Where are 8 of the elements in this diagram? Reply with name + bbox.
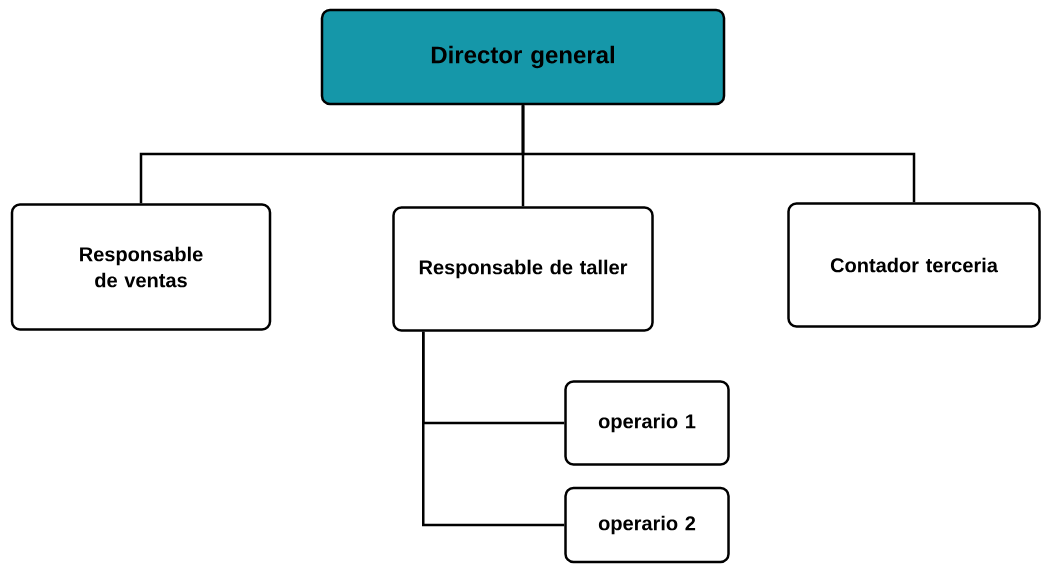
org-box: operario 1 <box>564 380 730 466</box>
org-box: Contador terceria <box>787 202 1041 328</box>
org-box: Responsable de taller <box>392 206 654 332</box>
org-box: Director general <box>320 8 726 106</box>
org-box: operario 2 <box>564 486 730 564</box>
connector-line <box>521 105 916 203</box>
org-box: Responsable de ventas <box>10 203 272 331</box>
connector-line <box>422 331 565 527</box>
